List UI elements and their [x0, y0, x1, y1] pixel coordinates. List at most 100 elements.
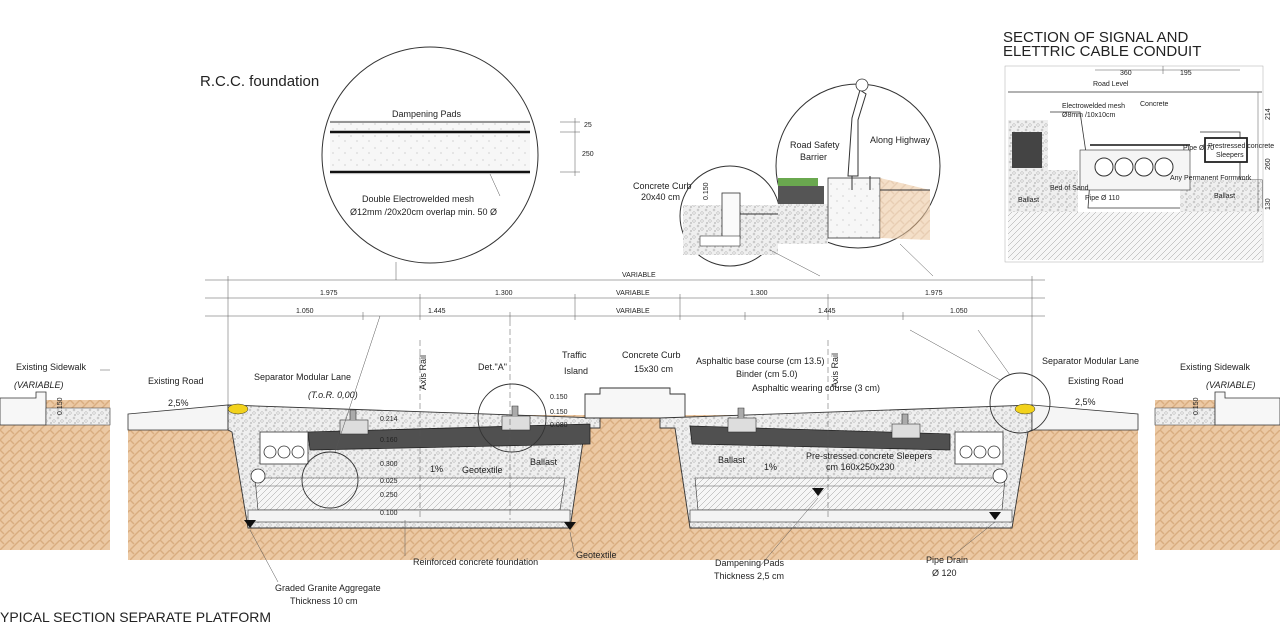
det-a-label: Det."A" — [478, 362, 507, 372]
conduit-sleepers-2: Sleepers — [1216, 152, 1244, 159]
left-road-label: Existing Road — [148, 376, 204, 386]
dim-0160: 0.160 — [380, 437, 398, 444]
rcc-dim-25: 25 — [584, 122, 592, 129]
right-sleepers-1: Pre-stressed concrete Sleepers — [806, 451, 933, 461]
bottom-callouts: Graded Granite Aggregate Thickness 10 cm… — [249, 497, 996, 606]
right-ballast-label: Ballast — [718, 455, 746, 465]
dim-1445-right: 1.445 — [818, 308, 836, 315]
left-sidewalk-h150: 0.150 — [57, 397, 64, 415]
dimension-lines: VARIABLE 1.975 1.300 VARIABLE 1.300 1.97… — [205, 272, 1045, 420]
granite-label-2: Thickness 10 cm — [290, 596, 358, 606]
conduit-concrete: Concrete — [1140, 101, 1169, 108]
dim-1300-right: 1.300 — [750, 290, 768, 297]
rcc-title: R.C.C. foundation — [200, 73, 319, 90]
dim-variable-low: VARIABLE — [616, 308, 650, 315]
conduit-h130: 130 — [1265, 198, 1272, 210]
curb-dim: 0.150 — [703, 182, 710, 200]
along-highway-label: Along Highway — [870, 135, 931, 145]
left-sidewalk: Existing Sidewalk (VARIABLE) 0.150 — [0, 362, 111, 426]
right-sleepers-2: cm 160x250x230 — [826, 462, 895, 472]
mid-curb-2: 15x30 cm — [634, 364, 673, 374]
left-slope1-label: 1% — [430, 464, 443, 474]
mid-d080: 0.080 — [550, 422, 568, 429]
mid-d150a: 0.150 — [550, 394, 568, 401]
pipe-drain-label-2: Ø 120 — [932, 568, 957, 578]
conduit-h260: 260 — [1265, 158, 1272, 170]
right-labels: Asphaltic base course (cm 13.5) Binder (… — [696, 353, 1139, 472]
left-sidewalk-variable: (VARIABLE) — [14, 380, 64, 390]
barrier-label-2: Barrier — [800, 152, 827, 162]
rcf-label: Reinforced concrete foundation — [413, 557, 538, 567]
road-level-label: Road Level — [1093, 81, 1129, 88]
rcc-dim-250: 250 — [582, 151, 594, 158]
mid-curb-1: Concrete Curb — [622, 350, 681, 360]
binder-label: Binder (cm 5.0) — [736, 369, 798, 379]
rcc-detail: Dampening Pads Double Electrowelded mesh… — [321, 46, 594, 280]
conduit-h214: 214 — [1265, 108, 1272, 120]
conduit-w195: 195 — [1180, 70, 1192, 77]
dim-0214: 0.214 — [380, 416, 398, 423]
right-sidewalk: Existing Sidewalk (VARIABLE) 0.150 — [1154, 362, 1280, 426]
dim-variable-top: VARIABLE — [622, 272, 656, 279]
left-sidewalk-label: Existing Sidewalk — [16, 362, 87, 372]
right-sidewalk-variable: (VARIABLE) — [1206, 380, 1256, 390]
tor-label: (T.o.R. 0,00) — [308, 390, 358, 400]
rcc-dampening-label: Dampening Pads — [392, 109, 462, 119]
conduit-pipe110: Pipe Ø 110 — [1085, 195, 1120, 202]
dim-1445-left: 1.445 — [428, 308, 446, 315]
traffic-island-1: Traffic — [562, 350, 587, 360]
conduit-formwork: Any Permanent Formwork — [1170, 175, 1252, 182]
granite-label-1: Graded Granite Aggregate — [275, 583, 381, 593]
conduit-w360: 360 — [1120, 70, 1132, 77]
conduit-mesh-1: Electrowelded mesh — [1062, 103, 1125, 110]
conduit-sleepers-1: Prestressed concrete — [1208, 143, 1274, 150]
right-separator-label: Separator Modular Lane — [1042, 356, 1139, 366]
main-section — [127, 315, 1139, 530]
pipe-drain-label-1: Pipe Drain — [926, 555, 968, 565]
middle-labels: Traffic Island Concrete Curb 15x30 cm 0.… — [550, 350, 681, 429]
right-sidewalk-h150: 0.150 — [1193, 397, 1200, 415]
traffic-island-2: Island — [564, 366, 588, 376]
conduit-mesh-2: Ø8mm /10x10cm — [1062, 112, 1115, 119]
dim-0300: 0.300 — [380, 461, 398, 468]
dim-1975-right: 1.975 — [925, 290, 943, 297]
left-labels: Existing Road 2,5% Separator Modular Lan… — [148, 355, 558, 517]
asph-base-label: Asphaltic base course (cm 13.5) — [696, 356, 825, 366]
right-sidewalk-label: Existing Sidewalk — [1180, 362, 1251, 372]
dim-1050-left: 1.050 — [296, 308, 314, 315]
dim-1975-left: 1.975 — [320, 290, 338, 297]
asph-wear-label: Asphaltic wearing course (3 cm) — [752, 383, 880, 393]
dim-1300-left: 1.300 — [495, 290, 513, 297]
conduit-title-line2: ELETTRIC CABLE CONDUIT — [1003, 43, 1201, 60]
bottom-title: YPICAL SECTION SEPARATE PLATFORM — [0, 609, 271, 625]
curb-label-2: 20x40 cm — [641, 192, 680, 202]
mid-d150b: 0.150 — [550, 409, 568, 416]
conduit-ballast-right: Ballast — [1214, 193, 1235, 200]
left-separator-label: Separator Modular Lane — [254, 372, 351, 382]
dim-0250: 0.250 — [380, 492, 398, 499]
highway-detail: 0.150 Concrete Curb 20x40 cm Road Safety… — [633, 78, 941, 277]
rcc-mesh-label-1: Double Electrowelded mesh — [362, 194, 474, 204]
right-road-label: Existing Road — [1068, 376, 1124, 386]
damp-label-2: Thickness 2,5 cm — [714, 571, 784, 581]
left-ballast-label: Ballast — [530, 457, 558, 467]
dim-1050-right: 1.050 — [950, 308, 968, 315]
conduit-bed-sand: Bed of Sand — [1050, 185, 1089, 192]
right-axis-rail-label: Axis Rail — [830, 353, 840, 388]
conduit-section: 360 195 Road Level Electrowelded mesh Ø8… — [1004, 65, 1274, 263]
right-slope-label: 2,5% — [1075, 397, 1096, 407]
curb-label-1: Concrete Curb — [633, 181, 692, 191]
dim-variable-mid: VARIABLE — [616, 290, 650, 297]
damp-label-1: Dampening Pads — [715, 558, 785, 568]
dim-0100: 0.100 — [380, 510, 398, 517]
rcc-mesh-label-2: Ø12mm /20x20cm overlap min. 50 Ø — [350, 207, 497, 217]
conduit-pipe70: Pipe Ø 70 — [1183, 145, 1214, 152]
left-slope-label: 2,5% — [168, 398, 189, 408]
barrier-label-1: Road Safety — [790, 140, 840, 150]
left-geotextile-label: Geotextile — [462, 465, 503, 475]
bottom-geotextile-label: Geotextile — [576, 550, 617, 560]
dim-0025: 0.025 — [380, 478, 398, 485]
conduit-ballast-left: Ballast — [1018, 197, 1039, 204]
conduit-title-line1: SECTION OF SIGNAL AND — [1003, 29, 1188, 46]
